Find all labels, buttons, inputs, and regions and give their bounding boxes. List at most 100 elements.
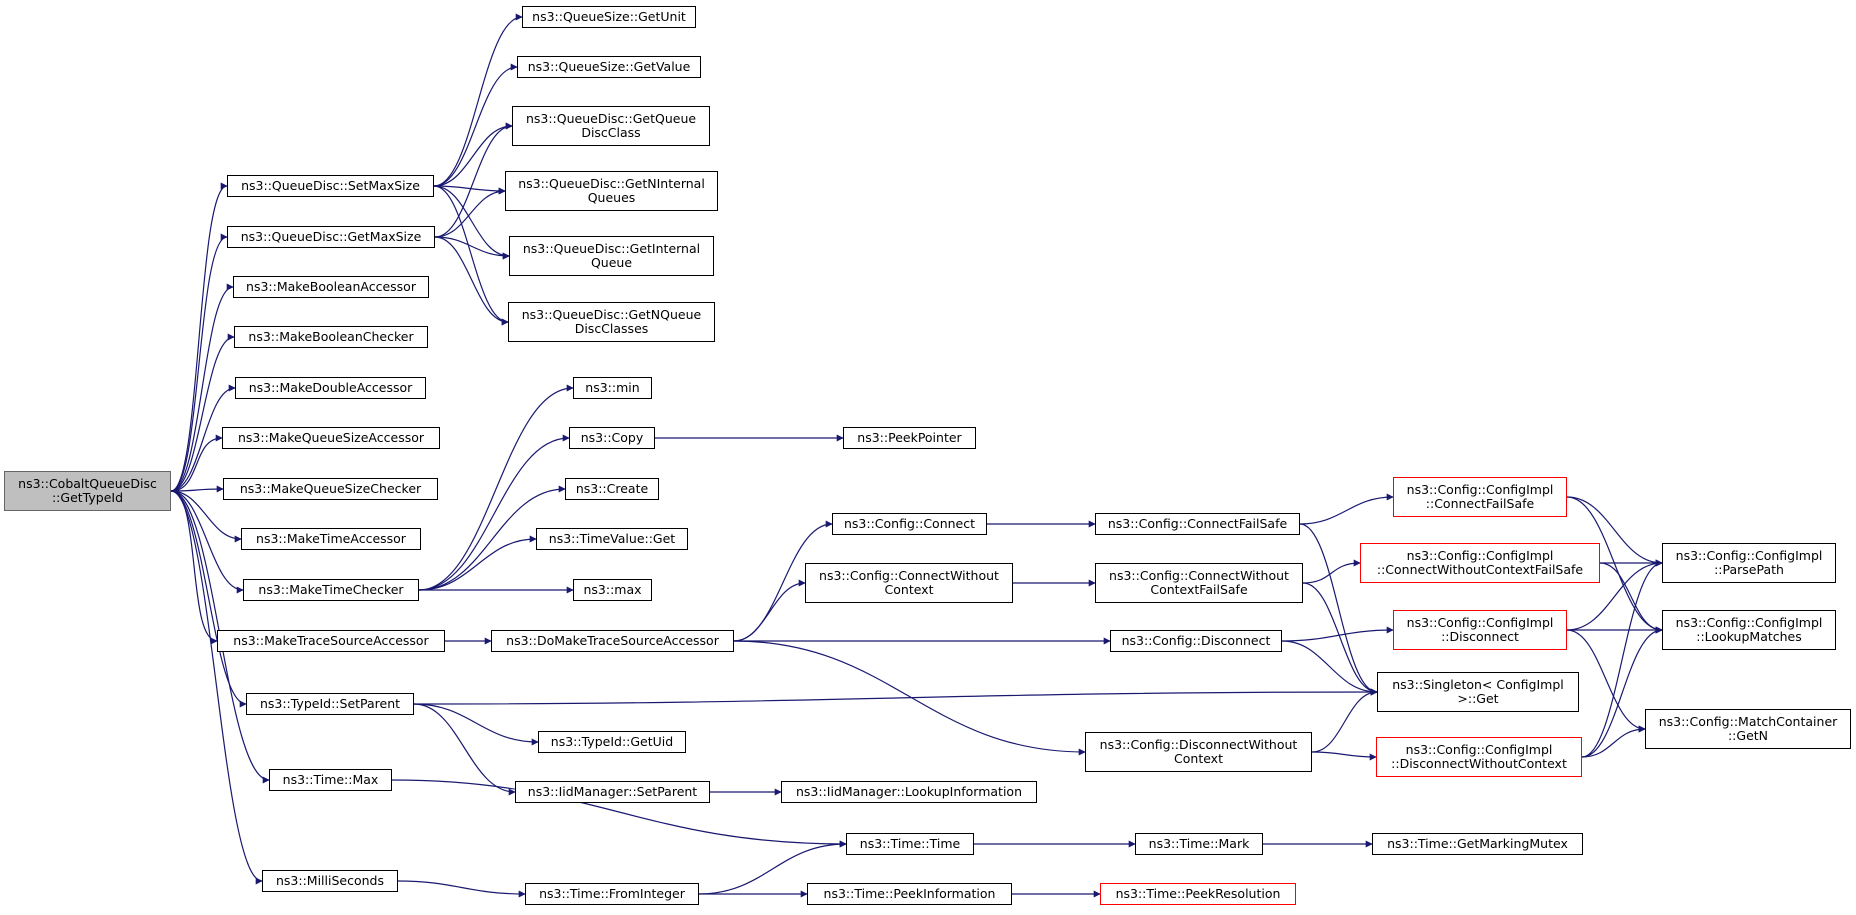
edge-qd_setmaxsize-to-qd_getqueuedisc [433, 122, 513, 187]
node-queuedisc-getqueuedisclass[interactable]: ns3::QueueDisc::GetQueue DiscClass [512, 106, 710, 146]
edge-qd_getmaxsize-to-qd_getninternal [434, 187, 506, 238]
node-label-line2: ::Disconnect [1441, 629, 1519, 644]
node-time-time[interactable]: ns3::Time::Time [846, 833, 974, 855]
node-time-peekinformation[interactable]: ns3::Time::PeekInformation [807, 883, 1012, 905]
node-matchcontainer-getn[interactable]: ns3::Config::MatchContainer ::GetN [1645, 709, 1851, 749]
node-label-line2: ::ConnectFailSafe [1425, 496, 1535, 511]
node-queuedisc-getnqueuedisclasses[interactable]: ns3::QueueDisc::GetNQueue DiscClasses [508, 302, 715, 342]
node-label-line2: ::GetTypeId [51, 490, 124, 505]
edge-time_max-to-time_time [391, 779, 847, 848]
node-label: ns3::Config::ConnectFailSafe [1107, 516, 1288, 531]
node-time-peekresolution[interactable]: ns3::Time::PeekResolution [1100, 883, 1296, 905]
node-iidmanager-setparent[interactable]: ns3::IidManager::SetParent [515, 781, 710, 803]
node-label: ns3::Time::FromInteger [539, 886, 685, 901]
node-label-line1: ns3::Singleton< ConfigImpl [1392, 677, 1564, 692]
edge-root-to-milliseconds [170, 490, 263, 885]
node-time-getmarkingmutex[interactable]: ns3::Time::GetMarkingMutex [1372, 833, 1583, 855]
node-makequeuesizechecker[interactable]: ns3::MakeQueueSizeChecker [223, 478, 438, 500]
node-configimpl-lookupmatches[interactable]: ns3::Config::ConfigImpl ::LookupMatches [1662, 610, 1836, 650]
node-milliseconds[interactable]: ns3::MilliSeconds [262, 870, 398, 892]
edge-cfg_connectfs-to-ci_connectfs [1299, 493, 1394, 525]
node-typeid-getuid[interactable]: ns3::TypeId::GetUid [538, 731, 686, 753]
node-makedoubleaccessor[interactable]: ns3::MakeDoubleAccessor [235, 377, 426, 399]
edge-qd_getmaxsize-to-qd_getinternal [434, 236, 510, 260]
node-config-connectwithoutcontextfailsafe[interactable]: ns3::Config::ConnectWithout ContextFailS… [1095, 563, 1303, 603]
node-config-connect[interactable]: ns3::Config::Connect [832, 513, 987, 535]
node-label: ns3::Config::Disconnect [1121, 633, 1271, 648]
node-iidmanager-lookupinformation[interactable]: ns3::IidManager::LookupInformation [781, 781, 1037, 803]
edge-ci_disconnect-to-ci_parsepath [1566, 559, 1663, 631]
node-label: ns3::MakeDoubleAccessor [248, 380, 413, 395]
node-peekpointer[interactable]: ns3::PeekPointer [843, 427, 976, 449]
node-typeid-setparent[interactable]: ns3::TypeId::SetParent [246, 693, 414, 715]
node-label-line2: Context [884, 582, 934, 597]
node-create[interactable]: ns3::Create [565, 478, 659, 500]
node-label: ns3::QueueSize::GetUnit [532, 9, 686, 24]
edge-root-to-mk_boolchk [170, 333, 235, 492]
edge-mk_timechk-to-min [418, 384, 574, 591]
edge-root-to-mk_tsacc [170, 490, 218, 645]
node-label-line2: ::GetN [1727, 728, 1769, 743]
node-queuedisc-setmaxsize[interactable]: ns3::QueueDisc::SetMaxSize [227, 175, 434, 197]
node-queuedisc-getinternalqueue[interactable]: ns3::QueueDisc::GetInternal Queue [509, 236, 714, 276]
node-time-mark[interactable]: ns3::Time::Mark [1135, 833, 1263, 855]
node-configimpl-disconnectwithoutcontext[interactable]: ns3::Config::ConfigImpl ::DisconnectWith… [1376, 737, 1582, 777]
edge-root-to-qd_getmaxsize [170, 233, 228, 492]
node-makebooleanaccessor[interactable]: ns3::MakeBooleanAccessor [233, 276, 429, 298]
node-label-line2: DiscClasses [574, 321, 649, 336]
node-config-connectfailsafe[interactable]: ns3::Config::ConnectFailSafe [1095, 513, 1300, 535]
node-label: ns3::MakeTraceSourceAccessor [233, 633, 429, 648]
node-label: ns3::min [585, 380, 640, 395]
edge-cfg_disconnectwc-to-singleton_get [1311, 688, 1378, 753]
node-label-line2: ::DisconnectWithoutContext [1391, 756, 1567, 771]
node-maketimeaccessor[interactable]: ns3::MakeTimeAccessor [241, 528, 421, 550]
node-label: ns3::PeekPointer [857, 430, 962, 445]
node-timevalue-get[interactable]: ns3::TimeValue::Get [536, 528, 688, 550]
node-max[interactable]: ns3::max [573, 579, 652, 601]
edge-tid_setparent-to-tid_getuid [413, 703, 539, 746]
node-time-max[interactable]: ns3::Time::Max [269, 769, 392, 791]
edge-mk_timechk-to-tv_get [418, 535, 537, 591]
node-singleton-configimpl-get[interactable]: ns3::Singleton< ConfigImpl >::Get [1377, 672, 1579, 712]
node-queuesize-getunit[interactable]: ns3::QueueSize::GetUnit [522, 6, 696, 28]
edge-tid_setparent-to-iid_setparent [413, 703, 516, 796]
node-configimpl-disconnect[interactable]: ns3::Config::ConfigImpl ::Disconnect [1393, 610, 1567, 650]
node-domaketracesourceaccessor[interactable]: ns3::DoMakeTraceSourceAccessor [491, 630, 734, 652]
edge-qd_setmaxsize-to-qd_getninternal [433, 185, 506, 195]
node-label-line2: ::ParsePath [1714, 562, 1784, 577]
node-maketracesourceaccessor[interactable]: ns3::MakeTraceSourceAccessor [217, 630, 445, 652]
node-config-disconnectwithoutcontext[interactable]: ns3::Config::DisconnectWithout Context [1085, 732, 1312, 772]
node-label-line1: ns3::Config::ConfigImpl [1406, 548, 1554, 563]
node-configimpl-parsepath[interactable]: ns3::Config::ConfigImpl ::ParsePath [1662, 543, 1836, 583]
node-maketimechecker[interactable]: ns3::MakeTimeChecker [243, 579, 419, 601]
node-config-disconnect[interactable]: ns3::Config::Disconnect [1110, 630, 1282, 652]
node-configimpl-connectwithoutcontextfailsafe[interactable]: ns3::Config::ConfigImpl ::ConnectWithout… [1360, 543, 1600, 583]
edge-root-to-mk_timeacc [170, 490, 242, 543]
node-queuedisc-getmaxsize[interactable]: ns3::QueueDisc::GetMaxSize [227, 226, 435, 248]
node-queuesize-getvalue[interactable]: ns3::QueueSize::GetValue [517, 56, 701, 78]
node-min[interactable]: ns3::min [573, 377, 652, 399]
node-label-line1: ns3::Config::ConfigImpl [1406, 615, 1554, 630]
edge-root-to-mk_timechk [170, 490, 244, 594]
node-label-line2: DiscClass [581, 125, 641, 140]
node-config-connectwithoutcontext[interactable]: ns3::Config::ConnectWithout Context [805, 563, 1013, 603]
node-label: ns3::MakeQueueSizeAccessor [237, 430, 425, 445]
edge-qd_getmaxsize-to-qd_getqueuedisc [434, 122, 513, 238]
edge-cfg_connectwcfs-to-singleton_get [1302, 582, 1378, 696]
edge-mk_timechk-to-copy [418, 434, 570, 591]
node-time-frominteger[interactable]: ns3::Time::FromInteger [525, 883, 699, 905]
node-label: ns3::QueueDisc::GetMaxSize [240, 229, 422, 244]
node-queuedisc-getninternalqueues[interactable]: ns3::QueueDisc::GetNInternal Queues [505, 171, 718, 211]
node-label: ns3::Time::PeekResolution [1115, 886, 1281, 901]
edge-root-to-qd_setmaxsize [170, 182, 228, 492]
node-makequeuesizeaccessor[interactable]: ns3::MakeQueueSizeAccessor [222, 427, 440, 449]
node-label: ns3::IidManager::LookupInformation [795, 784, 1022, 799]
edge-qd_setmaxsize-to-qd_getinternal [433, 185, 510, 260]
node-label-line1: ns3::Config::DisconnectWithout [1099, 737, 1298, 752]
node-label-line1: ns3::QueueDisc::GetNInternal [518, 176, 705, 191]
node-copy[interactable]: ns3::Copy [569, 427, 655, 449]
node-makebooleanchecker[interactable]: ns3::MakeBooleanChecker [234, 326, 428, 348]
edge-root-to-tid_setparent [170, 490, 247, 708]
node-label-line2: Queue [590, 255, 633, 270]
node-configimpl-connectfailsafe[interactable]: ns3::Config::ConfigImpl ::ConnectFailSaf… [1393, 477, 1567, 517]
